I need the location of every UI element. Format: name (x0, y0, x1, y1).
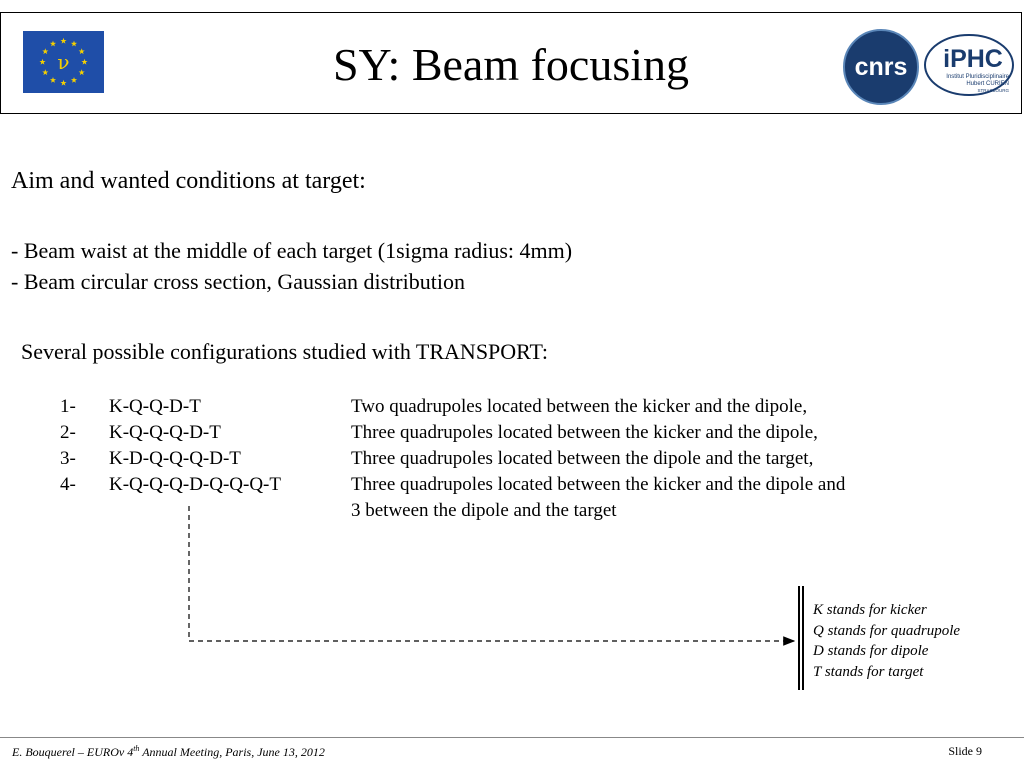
config-list: 1- K-Q-Q-D-T Two quadrupoles located bet… (60, 394, 960, 524)
star-icon (60, 37, 67, 44)
condition-item: - Beam waist at the middle of each targe… (11, 238, 573, 263)
legend-item: D stands for dipole (813, 643, 929, 659)
cnrs-logo: cnrs (843, 29, 919, 105)
config-number: 1- (60, 396, 76, 417)
star-icon (78, 48, 85, 55)
footer-author-event: E. Bouquerel – EUROν 4th Annual Meeting,… (12, 744, 325, 760)
iphc-subtitle-3: STRASBOURG (977, 88, 1009, 93)
legend-item: T stands for target (813, 663, 924, 680)
config-code: K-D-Q-Q-Q-D-T (109, 448, 241, 469)
star-icon (70, 40, 78, 47)
eu-flag-letter: ν (57, 50, 69, 74)
legend-item: Q stands for quadrupole (813, 622, 961, 639)
config-number: 4- (60, 474, 76, 495)
iphc-subtitle-2: Hubert CURIEN (966, 81, 1009, 87)
star-icon (39, 58, 46, 65)
iphc-logo: iPHC Institut Pluridisciplinaire Hubert … (923, 31, 1015, 103)
iphc-subtitle-1: Institut Pluridisciplinaire (946, 74, 1009, 80)
config-row: 2- K-Q-Q-Q-D-T Three quadrupoles located… (60, 420, 960, 446)
arrow-path (188, 506, 796, 646)
aim-heading: Aim and wanted conditions at target: (11, 168, 366, 194)
star-icon (81, 58, 88, 65)
config-row: 4- K-Q-Q-Q-D-Q-Q-Q-T Three quadrupoles l… (60, 472, 960, 498)
eu-stars-icon: ν (39, 37, 88, 86)
legend: K stands for kicker Q stands for quadrup… (813, 600, 960, 682)
config-description: Three quadrupoles located between the di… (351, 448, 814, 469)
star-icon (42, 69, 49, 76)
config-description: Three quadrupoles located between the ki… (351, 422, 818, 443)
config-number: 3- (60, 448, 76, 469)
legend-divider (798, 586, 804, 690)
legend-item: K stands for kicker (813, 602, 927, 618)
slide-number: Slide 9 (948, 744, 982, 758)
footer-superscript: th (133, 744, 140, 753)
footer-text-start: E. Bouquerel – EUROν 4 (12, 745, 134, 759)
config-description: Two quadrupoles located between the kick… (351, 396, 808, 417)
slide-header: ν SY: Beam focusing cnrs iPHC Institut P… (0, 12, 1022, 114)
star-icon (70, 76, 78, 83)
star-icon (78, 69, 85, 76)
config-code: K-Q-Q-D-T (109, 396, 201, 417)
cnrs-logo-text: cnrs (855, 53, 908, 81)
config-number: 2- (60, 422, 76, 443)
conditions-list: - Beam waist at the middle of each targe… (11, 235, 572, 297)
config-code: K-Q-Q-Q-D-Q-Q-Q-T (109, 474, 281, 495)
star-icon (60, 79, 67, 86)
eu-flag-logo: ν (23, 31, 104, 93)
config-row: 3- K-D-Q-Q-Q-D-T Three quadrupoles locat… (60, 446, 960, 472)
config-description: Three quadrupoles located between the ki… (351, 474, 846, 495)
page-title: SY: Beam focusing (332, 39, 690, 90)
iphc-logo-text: iPHC (943, 45, 1003, 73)
star-icon (42, 48, 49, 55)
config-continuation: 3 between the dipole and the target (351, 500, 617, 521)
config-row: 1- K-Q-Q-D-T Two quadrupoles located bet… (60, 394, 960, 420)
footer-divider (0, 737, 1024, 738)
footer-text-end: Annual Meeting, Paris, June 13, 2012 (139, 745, 325, 759)
star-icon (49, 76, 57, 83)
config-code: K-Q-Q-Q-D-T (109, 422, 221, 443)
configs-heading: Several possible configurations studied … (21, 339, 548, 364)
star-icon (49, 40, 57, 47)
condition-item: - Beam circular cross section, Gaussian … (11, 269, 465, 294)
